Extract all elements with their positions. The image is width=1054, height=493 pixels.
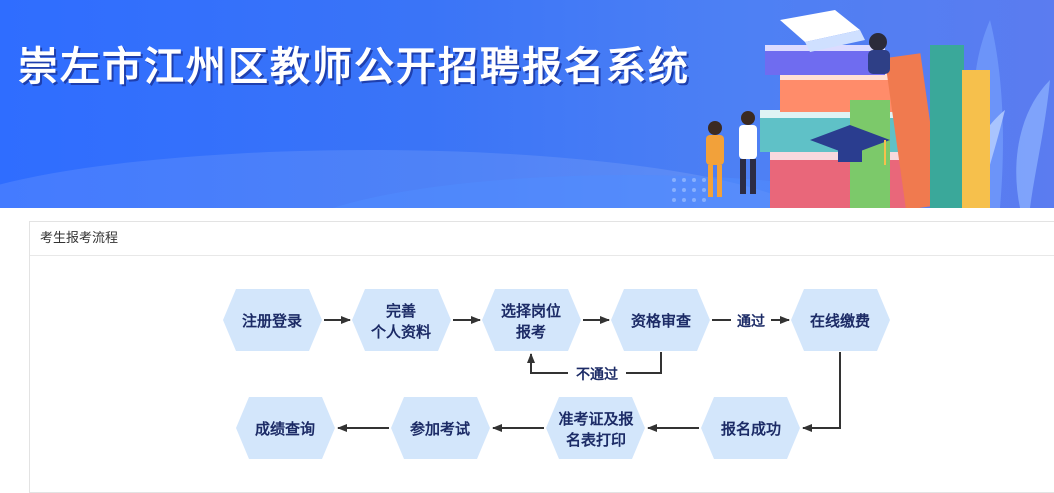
system-title: 崇左市江州区教师公开招聘报名系统	[18, 43, 690, 90]
node-label: 注册登录	[242, 312, 302, 330]
flow-arrow	[802, 352, 841, 432]
node-label: 参加考试	[410, 420, 470, 438]
node-label: 个人资料	[370, 323, 431, 341]
flow-node-payment: 在线缴费	[791, 289, 890, 351]
node-label: 在线缴费	[810, 312, 870, 330]
application-flowchart: 注册登录 完善 个人资料 选择岗位 报考 资格审查 在线缴费 成绩查询 参加考试…	[223, 289, 890, 459]
panel-title: 考生报考流程	[30, 222, 1054, 256]
flow-node-review: 资格审查	[611, 289, 710, 351]
node-label: 报考	[516, 323, 546, 341]
flow-node-score: 成绩查询	[236, 397, 335, 459]
flow-node-print: 准考证及报 名表打印	[546, 397, 645, 459]
flow-node-select-post: 选择岗位 报考	[482, 289, 581, 351]
node-label: 报名成功	[721, 420, 781, 438]
edge-label-pass: 通过	[737, 313, 765, 330]
flow-node-register: 注册登录	[223, 289, 322, 351]
books-illustration	[672, 10, 1050, 208]
node-label: 选择岗位	[501, 302, 561, 320]
application-process-panel: 考生报考流程	[29, 221, 1054, 493]
node-label: 名表打印	[566, 431, 626, 449]
node-label: 完善	[386, 302, 416, 320]
flow-node-success: 报名成功	[701, 397, 800, 459]
flow-node-profile: 完善 个人资料	[352, 289, 451, 351]
header-banner: 崇左市江州区教师公开招聘报名系统	[0, 0, 1054, 208]
node-label: 成绩查询	[255, 420, 315, 438]
edge-label-fail: 不通过	[576, 366, 618, 383]
node-label: 准考证及报	[558, 410, 633, 428]
flow-arrow-fail	[527, 353, 568, 374]
node-label: 资格审查	[631, 312, 692, 330]
flow-arrow-fail	[626, 352, 662, 374]
flow-node-exam: 参加考试	[391, 397, 490, 459]
